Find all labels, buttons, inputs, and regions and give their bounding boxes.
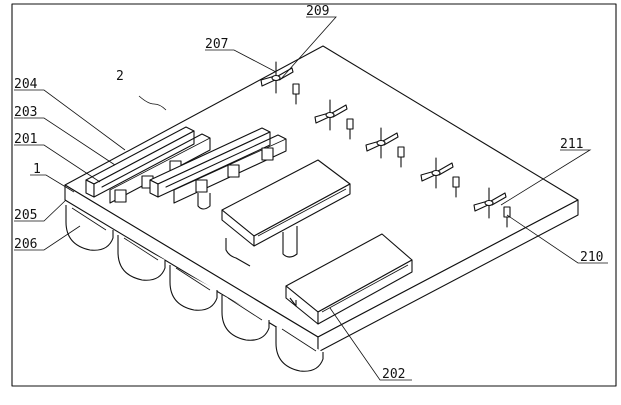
label-204: 204 bbox=[14, 77, 38, 92]
label-206: 206 bbox=[14, 237, 37, 252]
pontoon bbox=[275, 326, 324, 372]
label-209: 209 bbox=[306, 4, 329, 19]
pontoon bbox=[117, 235, 166, 281]
label-1: 1 bbox=[33, 162, 41, 177]
pontoon bbox=[169, 265, 218, 311]
leader-211 bbox=[500, 149, 592, 206]
reference-numerals: 2 204 203 201 1 205 206 207 209 211 210 … bbox=[14, 4, 603, 382]
leader-207 bbox=[205, 49, 277, 73]
leader-204 bbox=[14, 89, 126, 151]
float-pontoons bbox=[65, 205, 324, 372]
pontoon bbox=[221, 295, 270, 341]
label-203: 203 bbox=[14, 105, 37, 120]
front-tray bbox=[285, 233, 413, 325]
label-207: 207 bbox=[205, 37, 228, 52]
leader-203 bbox=[14, 117, 116, 166]
middle-tray bbox=[221, 159, 351, 267]
label-2: 2 bbox=[116, 69, 124, 84]
rear-rail-left bbox=[85, 126, 211, 204]
agitator-fan bbox=[365, 127, 405, 168]
agitator-fan bbox=[314, 99, 354, 140]
drawing-frame bbox=[11, 3, 617, 387]
leader-205 bbox=[14, 199, 67, 222]
leader-1 bbox=[30, 174, 75, 193]
label-210: 210 bbox=[580, 250, 603, 265]
agitator-fans bbox=[260, 61, 511, 228]
label-205: 205 bbox=[14, 208, 37, 223]
pontoon bbox=[65, 205, 114, 251]
label-201: 201 bbox=[14, 132, 37, 147]
leader-206 bbox=[14, 225, 81, 251]
label-202: 202 bbox=[382, 367, 405, 382]
agitator-fan bbox=[473, 187, 511, 228]
leader-202 bbox=[329, 307, 412, 381]
agitator-fan bbox=[420, 157, 460, 198]
leader-2 bbox=[138, 95, 167, 111]
leader-lines bbox=[14, 16, 608, 381]
leader-209 bbox=[279, 16, 337, 81]
leader-210 bbox=[506, 214, 608, 264]
label-211: 211 bbox=[560, 137, 583, 152]
rear-rail-right bbox=[149, 127, 287, 210]
leader-201 bbox=[14, 144, 101, 183]
